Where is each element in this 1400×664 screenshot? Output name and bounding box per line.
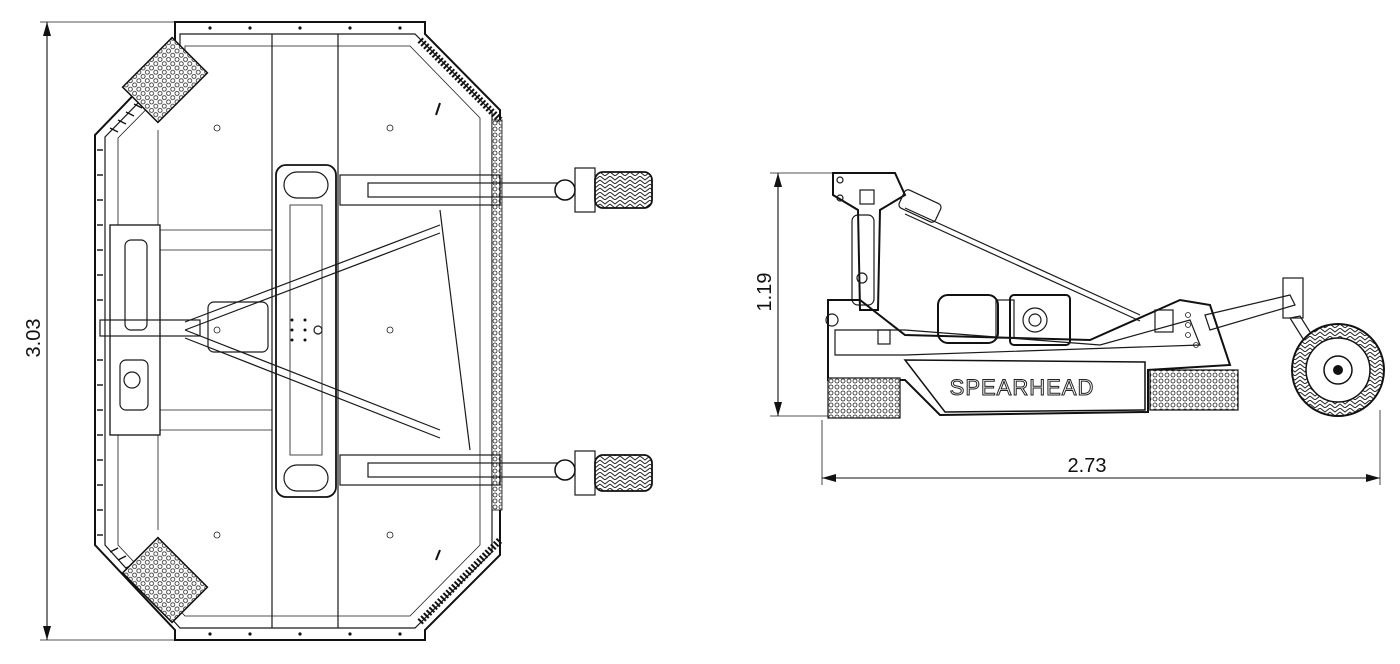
upper-chain-guard bbox=[417, 37, 503, 123]
pto-shield bbox=[937, 294, 999, 344]
width-dimension-line bbox=[40, 21, 175, 641]
lower-chain-guard bbox=[417, 537, 503, 625]
rear-chain-guard bbox=[1149, 369, 1239, 411]
brand-plate bbox=[903, 359, 1146, 413]
right-chain-guard bbox=[491, 119, 503, 511]
height-label: 1.19 bbox=[754, 273, 776, 312]
tire-lower bbox=[594, 454, 653, 492]
deck-holes bbox=[213, 124, 394, 539]
tire-upper bbox=[594, 171, 653, 209]
warning-decal-bottom bbox=[121, 536, 209, 624]
length-dimension-line bbox=[821, 410, 1381, 485]
deck-side bbox=[827, 298, 1232, 417]
height-dimension-line bbox=[770, 172, 845, 417]
side-view: 1.19 2.73 bbox=[754, 172, 1385, 485]
wheel-arm-lower bbox=[339, 454, 576, 486]
edge-rivets bbox=[208, 26, 402, 636]
warning-decal-top bbox=[121, 36, 209, 124]
length-label: 2.73 bbox=[1068, 455, 1107, 477]
front-chain-guard bbox=[827, 377, 901, 419]
tie-bars bbox=[184, 209, 471, 451]
top-link bbox=[851, 214, 875, 306]
top-view: 3.03 bbox=[23, 21, 653, 641]
rear-tire bbox=[1291, 323, 1385, 417]
wheel-arm-upper bbox=[339, 174, 576, 206]
deck-outline bbox=[94, 21, 501, 641]
a-frame-mast bbox=[832, 172, 907, 311]
brand-logo-text: SPEARHEAD bbox=[950, 375, 1095, 400]
width-label: 3.03 bbox=[23, 319, 45, 358]
rear-wheel-arm bbox=[1204, 294, 1296, 331]
left-skirt-teeth bbox=[97, 149, 103, 536]
gearbox bbox=[1009, 294, 1071, 346]
